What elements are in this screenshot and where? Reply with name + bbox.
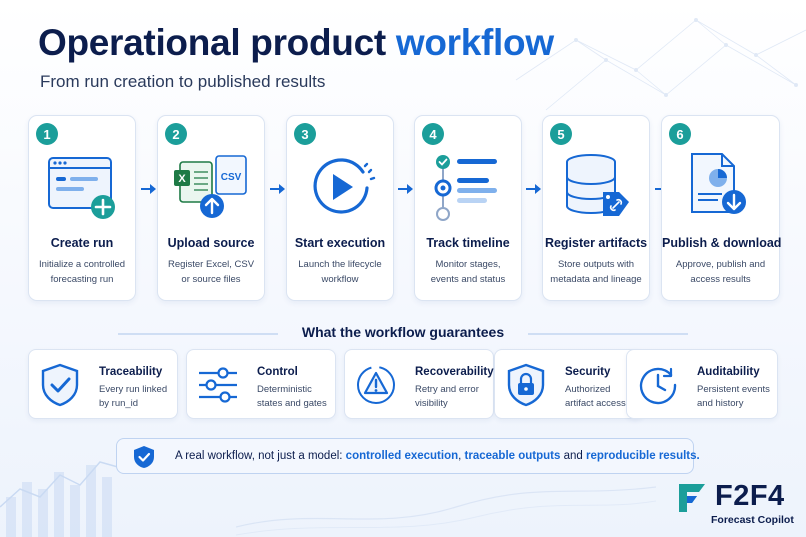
excel-csv-upload-icon: X CSV bbox=[174, 155, 247, 218]
guarantee-title: Auditability bbox=[697, 366, 760, 378]
step-title: Upload source bbox=[167, 236, 255, 250]
step-number: 5 bbox=[550, 123, 572, 145]
banner-text: A real workflow, not just a model: contr… bbox=[175, 450, 700, 462]
shield-check-icon bbox=[41, 363, 79, 407]
guarantees-title: What the workflow guarantees bbox=[301, 324, 505, 340]
shield-check-icon bbox=[134, 446, 154, 468]
step-number: 2 bbox=[165, 123, 187, 145]
step-register-artifacts: 5 Register artifacts Store outputs with … bbox=[542, 115, 650, 301]
step-title: Create run bbox=[50, 236, 114, 250]
sliders-icon bbox=[199, 367, 237, 403]
brand-tagline: Forecast Copilot bbox=[711, 514, 794, 526]
page-title: Operational product workflow bbox=[38, 22, 554, 64]
f2f4-logo-icon bbox=[679, 484, 705, 512]
step-publish-download: 6 Publish & download Approve, publish an… bbox=[661, 115, 782, 301]
csv-label: CSV bbox=[221, 172, 242, 183]
guarantee-control: Control Deterministic states and gates bbox=[186, 349, 336, 419]
banner-separator: , bbox=[458, 450, 465, 462]
guarantee-description: Every run linked by run_id bbox=[99, 384, 168, 409]
arrow-right-icon bbox=[269, 182, 287, 196]
guarantee-description: Persistent events and history bbox=[697, 384, 770, 409]
banner-highlight: reproducible results. bbox=[585, 450, 700, 462]
title-accent: workflow bbox=[395, 22, 554, 63]
step-description: Approve, publish and access results bbox=[675, 259, 766, 285]
brand-name: F2F4 bbox=[715, 480, 785, 512]
step-number: 3 bbox=[294, 123, 316, 145]
guarantee-description: Deterministic states and gates bbox=[257, 384, 327, 409]
lock-shield-icon bbox=[507, 363, 545, 407]
clock-icon bbox=[639, 367, 677, 405]
step-start-execution: 3 Start execution Launch the lifecycle w… bbox=[286, 115, 394, 301]
report-download-icon bbox=[691, 153, 746, 214]
brand-logo-block: F2F4 Forecast Copilot bbox=[673, 480, 797, 532]
guarantee-title: Security bbox=[565, 366, 611, 378]
guarantee-auditability: Auditability Persistent events and histo… bbox=[626, 349, 778, 419]
arrow-right-icon bbox=[397, 182, 415, 196]
network-decoration bbox=[515, 18, 806, 111]
step-description: Initialize a controlled forecasting run bbox=[38, 259, 126, 285]
step-title: Track timeline bbox=[426, 236, 510, 250]
step-number: 1 bbox=[36, 123, 58, 145]
arrow-right-icon bbox=[140, 182, 158, 196]
banner-highlight: traceable outputs bbox=[464, 450, 561, 462]
play-icon bbox=[313, 158, 376, 214]
step-track-timeline: 4 Track timeline Monitor stages, events … bbox=[414, 115, 522, 301]
banner-prefix: A real workflow, not just a model: bbox=[175, 450, 346, 462]
step-upload-source: 2 X CSV Upload source Register Excel, CS… bbox=[157, 115, 265, 301]
banner-highlight: controlled execution bbox=[345, 450, 459, 462]
divider-line bbox=[528, 333, 688, 335]
step-number: 6 bbox=[669, 123, 691, 145]
timeline-icon bbox=[434, 155, 497, 221]
step-description: Monitor stages, events and status bbox=[430, 259, 506, 285]
browser-add-icon bbox=[48, 157, 115, 219]
guarantee-description: Authorized artifact access bbox=[565, 384, 626, 409]
warning-icon bbox=[357, 366, 395, 404]
guarantee-security: Security Authorized artifact access bbox=[494, 349, 644, 419]
guarantee-title: Recoverability bbox=[415, 366, 494, 378]
excel-label: X bbox=[178, 173, 186, 185]
arrow-right-icon bbox=[525, 182, 543, 196]
banner-separator: and bbox=[560, 450, 586, 462]
step-description: Register Excel, CSV or source files bbox=[167, 259, 255, 285]
workflow-steps: 1 Create run Initialize a controlled for… bbox=[28, 115, 782, 301]
guarantee-recoverability: Recoverability Retry and error visibilit… bbox=[344, 349, 494, 419]
guarantee-description: Retry and error visibility bbox=[415, 384, 479, 409]
page-subtitle: From run creation to published results bbox=[40, 72, 326, 91]
step-title: Start execution bbox=[294, 236, 386, 250]
guarantee-title: Control bbox=[257, 366, 298, 378]
guarantee-title: Traceability bbox=[99, 366, 163, 378]
step-create-run: 1 Create run Initialize a controlled for… bbox=[28, 115, 136, 301]
guarantee-traceability: Traceability Every run linked by run_id bbox=[28, 349, 178, 419]
wave-decoration bbox=[236, 486, 656, 536]
step-number: 4 bbox=[422, 123, 444, 145]
step-title: Register artifacts bbox=[544, 236, 648, 250]
step-description: Launch the lifecycle workflow bbox=[298, 259, 382, 285]
database-tag-icon bbox=[566, 154, 629, 216]
step-title: Publish & download bbox=[662, 236, 782, 250]
step-description: Store outputs with metadata and lineage bbox=[550, 259, 642, 285]
bar-chart-decoration bbox=[0, 461, 126, 537]
divider-line bbox=[118, 333, 278, 335]
summary-banner: A real workflow, not just a model: contr… bbox=[116, 438, 700, 474]
title-main: Operational product bbox=[38, 22, 386, 63]
